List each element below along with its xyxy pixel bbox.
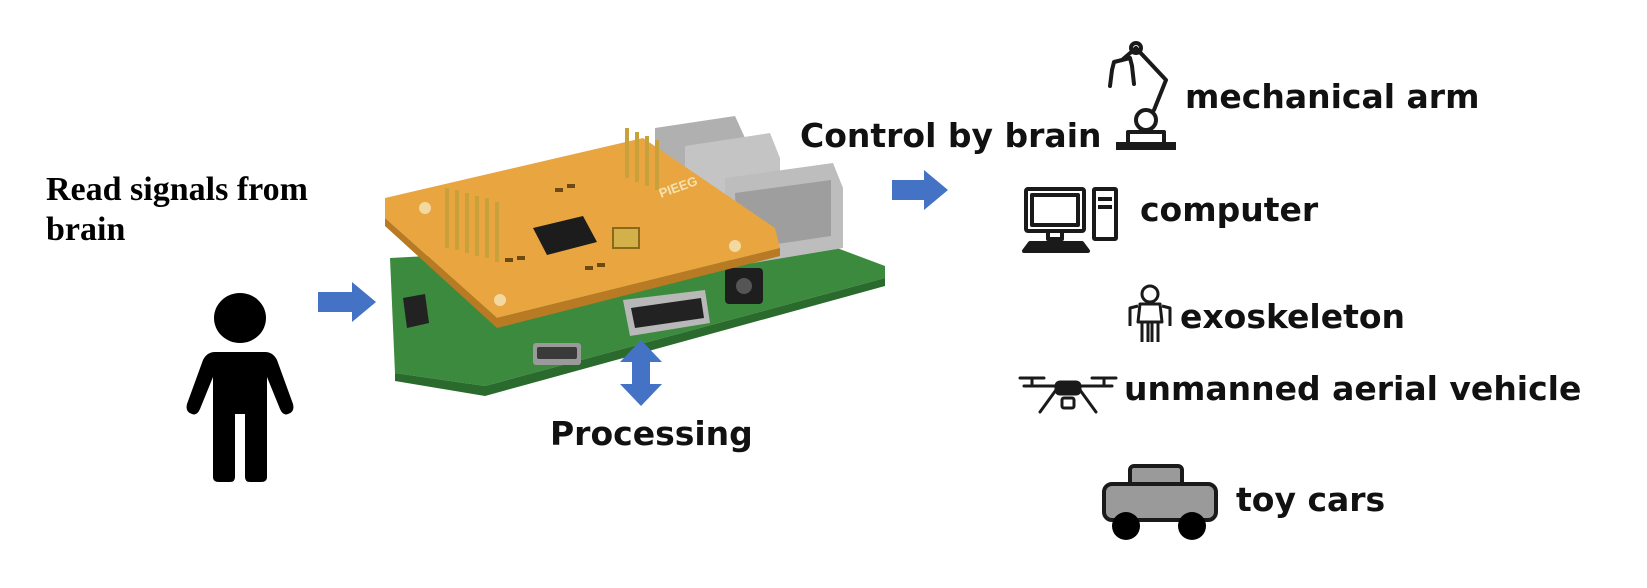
output-mechanical-arm-label: mechanical arm — [1185, 77, 1480, 116]
output-exoskeleton-label: exoskeleton — [1180, 297, 1406, 336]
input-title-line2: brain — [46, 211, 126, 248]
person-icon — [186, 293, 294, 482]
control-label: Control by brain — [800, 116, 1102, 155]
drone-icon — [1018, 376, 1118, 414]
arrow-right-icon-output — [892, 170, 948, 210]
double-arrow-vertical-icon — [620, 340, 662, 406]
arrow-right-icon-input — [318, 282, 376, 322]
eeg-board-image: PIEEG — [385, 116, 885, 396]
output-computer-label: computer — [1140, 190, 1319, 229]
robot-arm-icon — [1108, 41, 1176, 150]
output-uav-label: unmanned aerial vehicle — [1124, 369, 1582, 408]
computer-icon — [1022, 187, 1118, 253]
output-toy-cars-label: toy cars — [1236, 480, 1386, 519]
processing-label: Processing — [550, 414, 753, 453]
input-title-line1: Read signals from — [46, 171, 308, 208]
input-title: Read signals from brain — [46, 170, 308, 250]
toy-car-icon — [1102, 464, 1218, 540]
exoskeleton-icon — [1128, 284, 1172, 342]
